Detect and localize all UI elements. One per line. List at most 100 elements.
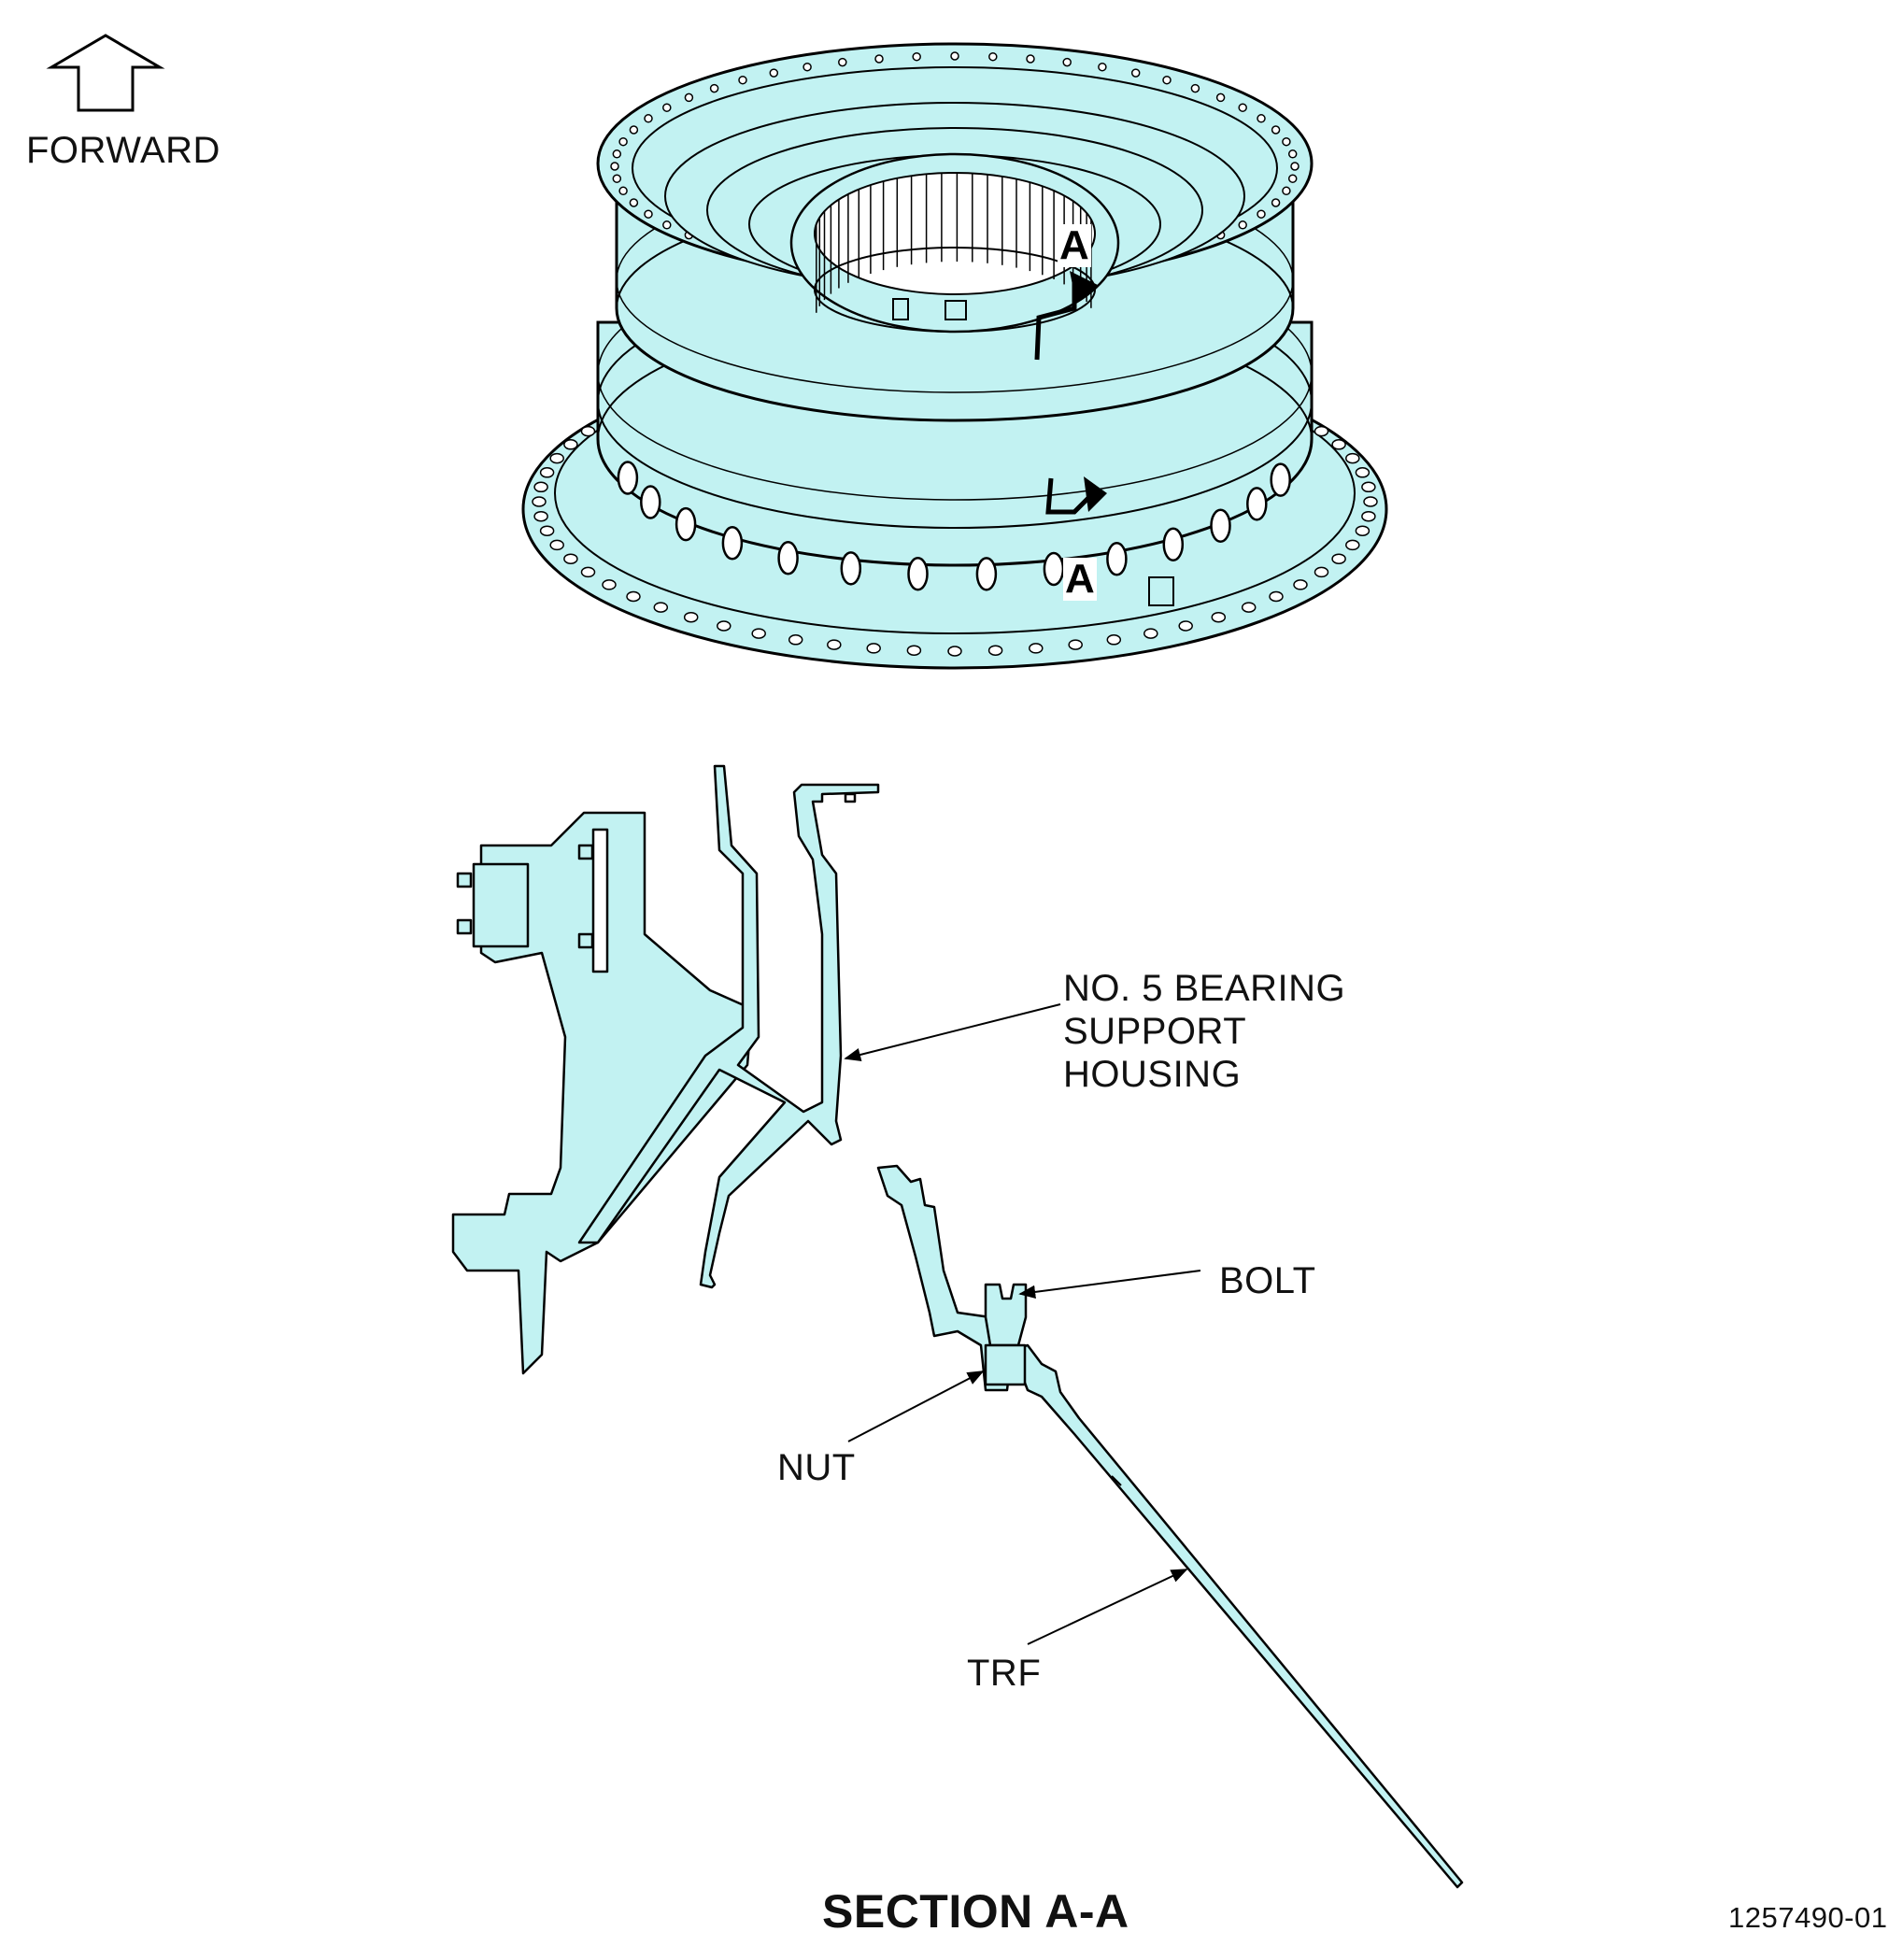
- bolt-part: [984, 1283, 1028, 1347]
- lower-flange-hole: [602, 579, 617, 590]
- top-flange-hole: [1287, 149, 1298, 159]
- lower-flange-hole: [866, 643, 881, 654]
- top-flange-hole: [629, 125, 639, 135]
- top-flange-hole: [644, 114, 653, 123]
- callout-line-2: SUPPORT: [1063, 1011, 1247, 1052]
- top-flange-hole: [802, 62, 812, 72]
- section-marker-bottom: A: [1063, 556, 1097, 602]
- lower-flange-hole: [1293, 579, 1308, 590]
- top-flange-hole: [1162, 75, 1172, 85]
- lower-flange-hole: [539, 467, 555, 478]
- oval-port: [675, 506, 697, 542]
- oval-port: [975, 557, 998, 591]
- oval-port: [840, 551, 862, 586]
- oval-ports: [617, 461, 1291, 591]
- lower-flange-hole: [906, 645, 922, 656]
- top-flange-hole: [709, 83, 719, 93]
- lower-flange-hole: [1314, 425, 1329, 437]
- lower-flange-hole: [1178, 620, 1193, 632]
- nut-part: [984, 1343, 1027, 1386]
- lower-flange-hole: [563, 439, 578, 450]
- bolt-label: BOLT: [1219, 1260, 1316, 1301]
- lower-flange-hole: [1269, 590, 1284, 603]
- lower-flange-hole: [1345, 539, 1360, 551]
- oval-port: [721, 526, 744, 561]
- lower-flange-hole: [1363, 496, 1378, 507]
- top-flange-hole: [769, 68, 779, 78]
- lower-flange-hole: [947, 646, 962, 657]
- trf-label: TRF: [967, 1653, 1042, 1694]
- top-flange-hole: [1257, 209, 1266, 219]
- lower-flange-hole: [717, 620, 731, 632]
- lower-flange-hole: [1355, 467, 1371, 478]
- lower-flange-hole: [683, 611, 699, 623]
- top-flange-hole: [1190, 83, 1200, 93]
- lower-flange-hole: [1361, 481, 1376, 493]
- lower-flange-hole: [827, 639, 842, 650]
- top-flange-hole: [1282, 186, 1291, 196]
- lower-flange-hole: [751, 628, 766, 639]
- lower-flange-hole: [539, 525, 555, 536]
- oval-port: [1106, 542, 1128, 576]
- lower-flange-hole: [1106, 634, 1122, 646]
- leader-nut: [847, 1371, 985, 1442]
- top-flange-hole: [1215, 92, 1226, 103]
- lower-flange-hole: [580, 566, 596, 578]
- top-flange-hole: [738, 75, 747, 85]
- top-flange-hole: [950, 51, 959, 61]
- top-flange-hole: [1026, 54, 1035, 64]
- lower-flange-hole: [533, 510, 548, 522]
- oval-port: [1162, 527, 1185, 561]
- lower-flange-hole: [1355, 525, 1371, 536]
- top-flange-hole: [874, 54, 884, 64]
- lower-flange-hole: [532, 496, 547, 507]
- oval-port: [640, 485, 661, 519]
- oval-port: [907, 556, 929, 591]
- section-marker-top: A: [1058, 222, 1091, 268]
- lower-flange-hole: [626, 590, 641, 603]
- lower-flange-hole: [1345, 452, 1360, 464]
- leader-trf: [1027, 1569, 1188, 1645]
- top-flange-hole: [1271, 125, 1281, 135]
- lower-flange-hole: [1361, 510, 1376, 522]
- section-cut-indicator-bottom: [1045, 476, 1107, 515]
- lower-flange-hole: [549, 452, 564, 464]
- oval-port: [777, 541, 799, 575]
- top-flange-hole: [1257, 114, 1266, 123]
- turbine-rear-frame-isometric: [521, 42, 1388, 670]
- lower-flange-hole: [1331, 439, 1346, 450]
- top-flange-hole: [1130, 68, 1141, 78]
- top-flange-hole: [1290, 162, 1300, 171]
- top-flange-hole: [618, 186, 628, 196]
- lower-flange-hole: [1211, 611, 1227, 623]
- lower-flange-hole: [1029, 643, 1044, 654]
- top-flange-hole: [1282, 136, 1291, 147]
- lower-flange-hole: [549, 539, 564, 551]
- figure-number: 1257490-01: [1728, 1901, 1888, 1934]
- section-cut-indicator-top: [1034, 271, 1098, 361]
- top-flange-hole: [662, 103, 672, 112]
- top-flange-hole: [629, 198, 639, 207]
- lower-flange-hole: [1143, 628, 1158, 639]
- oval-port: [1043, 551, 1065, 587]
- top-flange-hole: [838, 57, 847, 67]
- lower-flange-hole: [563, 553, 578, 564]
- section-a-a-drawing: [451, 764, 1464, 1889]
- oval-port: [1270, 462, 1291, 497]
- lower-flange-hole: [788, 634, 803, 646]
- top-flange-hole: [1238, 220, 1247, 230]
- top-flange-hole: [1098, 62, 1107, 72]
- top-flange-hole: [1238, 103, 1247, 112]
- bearing-housing-callout: NO. 5 BEARING SUPPORT HOUSING: [1063, 967, 1345, 1096]
- lower-flange-hole: [653, 602, 669, 613]
- nut-label: NUT: [777, 1447, 856, 1488]
- top-flange-hole: [1287, 174, 1298, 183]
- top-flange-hole: [912, 51, 921, 62]
- forward-label: FORWARD: [26, 130, 220, 171]
- oval-port: [1246, 487, 1268, 521]
- top-flange-hole: [1271, 198, 1281, 207]
- lower-flange-hole: [1241, 602, 1257, 613]
- forward-arrow-icon: [46, 34, 165, 112]
